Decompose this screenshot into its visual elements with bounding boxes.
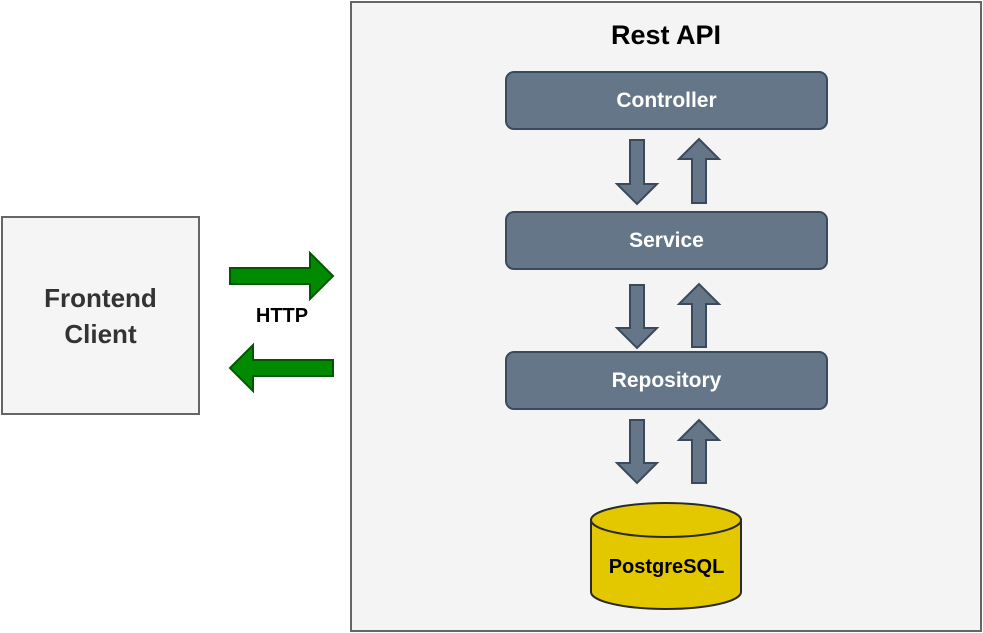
frontend-client-label: Frontend Client — [44, 282, 157, 349]
database-cylinder-icon — [590, 502, 742, 610]
frontend-client-box: Frontend Client — [1, 216, 200, 415]
repository-to-service-arrow — [676, 282, 722, 348]
service-layer: Service — [505, 211, 828, 270]
http-label: HTTP — [255, 305, 309, 327]
http-response-arrow — [228, 342, 334, 394]
rest-api-title: Rest API — [610, 20, 722, 50]
database-label: PostgreSQL — [608, 556, 725, 578]
repository-layer: Repository — [505, 351, 828, 410]
http-request-arrow — [229, 250, 335, 302]
controller-layer: Controller — [505, 71, 828, 130]
service-to-repository-arrow — [614, 284, 660, 350]
database-to-repository-arrow — [676, 418, 722, 484]
service-to-controller-arrow — [676, 137, 722, 204]
controller-to-service-arrow — [614, 139, 660, 206]
repository-to-database-arrow — [614, 419, 660, 485]
